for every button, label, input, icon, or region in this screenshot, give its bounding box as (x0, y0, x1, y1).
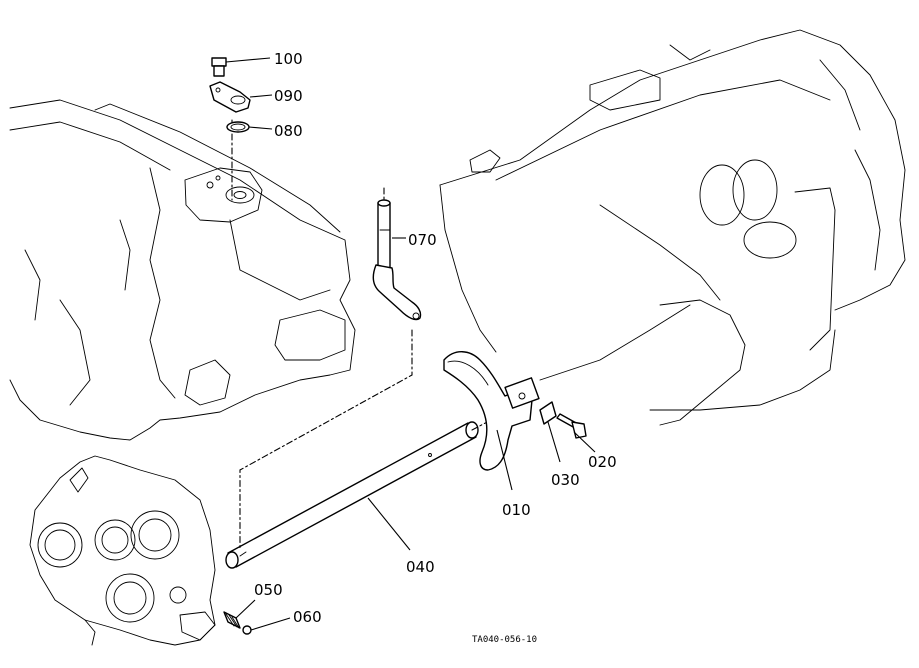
label-090: 090 (274, 87, 303, 105)
bracket-plate-090 (209, 81, 251, 113)
label-020: 020 (588, 453, 617, 471)
ball-060 (242, 625, 252, 635)
right-transmission-housing (439, 29, 906, 426)
shift-rod-040 (225, 421, 479, 569)
spring-050 (223, 611, 241, 629)
o-ring-080 (226, 121, 250, 133)
label-080: 080 (274, 122, 303, 140)
label-050: 050 (254, 581, 283, 599)
left-transmission-case (9, 99, 356, 441)
leader-lines (225, 57, 596, 631)
bolt-020 (556, 413, 587, 439)
front-cover-housing (29, 455, 216, 646)
shift-fork-010 (443, 351, 540, 471)
label-040: 040 (406, 558, 435, 576)
bolt-100 (211, 57, 227, 77)
label-060: 060 (293, 608, 322, 626)
drawing-reference: TA040-056-10 (472, 635, 537, 645)
label-030: 030 (551, 471, 580, 489)
label-100: 100 (274, 50, 303, 68)
shift-arm-070 (372, 199, 422, 321)
label-070: 070 (408, 231, 437, 249)
lock-plate-030 (539, 401, 557, 425)
label-010: 010 (502, 501, 531, 519)
